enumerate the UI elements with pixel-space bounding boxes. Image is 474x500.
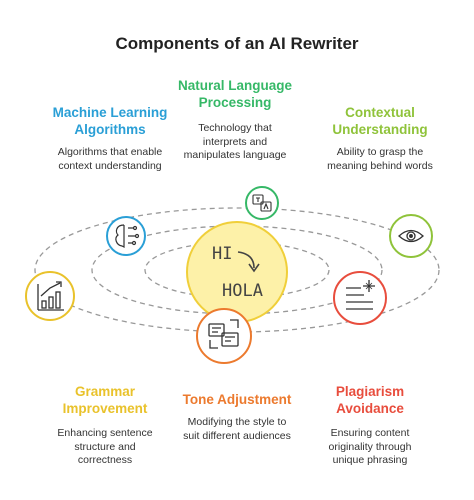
grammar-desc-line2: structure and: [74, 440, 136, 453]
nlp-desc-line1: Technology that: [198, 122, 272, 134]
nlp-desc-line2: interprets and: [202, 135, 268, 148]
ml-description: Algorithms that enable context understan…: [20, 146, 200, 173]
tone-title: Tone Adjustment: [157, 391, 317, 408]
nlp-title-line2: Processing: [198, 95, 272, 110]
plagiarism-title-line2: Avoidance: [336, 401, 404, 416]
nlp-description: Technology that interprets and manipulat…: [155, 122, 315, 163]
grammar-title-line1: Grammar: [74, 384, 136, 399]
center-text-top: HI: [212, 244, 232, 264]
grammar-desc-line1: Enhancing sentence: [57, 427, 153, 439]
tone-desc-line2: suit different audiences: [183, 429, 291, 442]
plagiarism-desc-line2: originality through: [328, 440, 412, 453]
ml-title-line1: Machine Learning: [52, 105, 168, 120]
grammar-desc-line3: correctness: [77, 454, 133, 466]
nlp-desc-line3: manipulates language: [183, 149, 287, 161]
context-title: Contextual Understanding: [300, 104, 460, 138]
ml-desc-line2: context understanding: [58, 159, 162, 172]
eye-icon: [398, 229, 424, 243]
grammar-title: Grammar Improvement: [25, 383, 185, 417]
context-title-line2: Understanding: [332, 122, 428, 137]
brain-circuit-icon: [115, 224, 140, 248]
ml-title-line2: Algorithms: [74, 122, 146, 137]
diagram-title: Components of an AI Rewriter: [115, 34, 359, 53]
plagiarism-desc-line1: Ensuring content: [330, 427, 410, 439]
plagiarism-desc-line3: unique phrasing: [332, 454, 408, 466]
node-ml: [106, 216, 146, 256]
grammar-title-line2: Improvement: [62, 401, 148, 416]
ml-desc-line1: Algorithms that enable: [57, 146, 163, 158]
node-grammar: [25, 271, 75, 321]
curved-arrow-icon: [237, 251, 255, 269]
center-translation-node: HI HOLA: [186, 221, 288, 323]
plagiarism-description: Ensuring content originality through uni…: [290, 427, 450, 468]
context-description: Ability to grasp the meaning behind word…: [300, 146, 460, 173]
tone-title-line1: Tone Adjustment: [182, 392, 292, 407]
node-context: [389, 214, 433, 258]
plagiarism-title-line1: Plagiarism: [335, 384, 405, 399]
context-desc-line2: meaning behind words: [327, 159, 433, 172]
nlp-title-line1: Natural Language: [177, 78, 293, 93]
tone-edit-icon: [208, 319, 239, 349]
context-title-line1: Contextual: [345, 105, 415, 120]
translate-icon: [252, 194, 272, 212]
nlp-title: Natural Language Processing: [155, 77, 315, 111]
tone-desc-line1: Modifying the style to: [187, 416, 287, 428]
node-tone: [196, 308, 252, 364]
node-nlp: [245, 186, 279, 220]
chart-growth-icon: [37, 281, 64, 311]
node-plagiarism: [333, 271, 387, 325]
orbit-outer: [34, 207, 440, 333]
grammar-description: Enhancing sentence structure and correct…: [25, 427, 185, 468]
context-desc-line1: Ability to grasp the: [336, 146, 424, 158]
plagiarism-title: Plagiarism Avoidance: [290, 383, 450, 417]
center-text-bottom: HOLA: [222, 281, 263, 301]
text-sparkle-icon: [346, 280, 375, 310]
ml-title: Machine Learning Algorithms: [20, 104, 200, 138]
tone-description: Modifying the style to suit different au…: [157, 416, 317, 443]
